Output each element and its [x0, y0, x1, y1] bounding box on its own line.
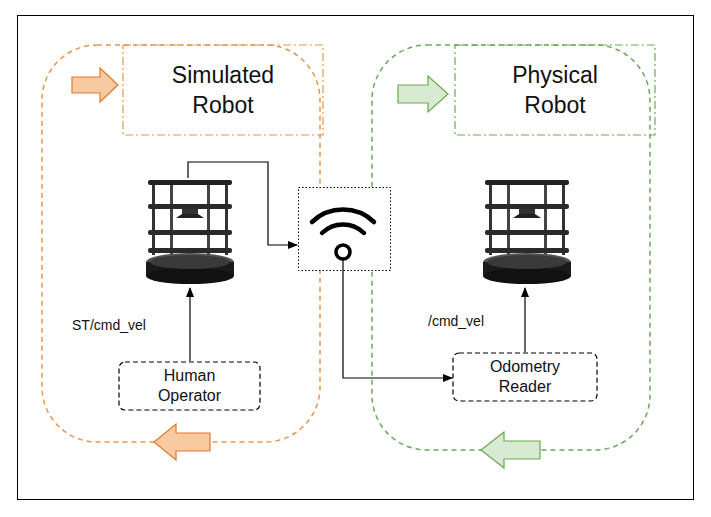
robot-illustration: [146, 180, 234, 284]
operator-box: Human Operator: [119, 362, 260, 410]
node-text: Odometry Reader: [461, 357, 589, 397]
operator-outline: [119, 362, 260, 410]
loop-arrow: [72, 68, 118, 102]
phys-box-outline: [455, 45, 655, 135]
cmd-arrow: [524, 288, 525, 352]
node-text: Simulated Robot: [131, 60, 315, 120]
odometry-outline: [453, 353, 597, 401]
loop-arrow: [398, 76, 448, 112]
loop-arrow: [154, 424, 210, 460]
sim-loop: [42, 45, 320, 442]
sim-to-wifi: [188, 162, 297, 245]
robot-box: Physical Robot: [455, 45, 655, 135]
cmd-arrow: [189, 288, 190, 361]
wifi-symbol: [312, 210, 374, 259]
loop-arrow: [481, 432, 540, 468]
node-text: Physical Robot: [463, 60, 647, 120]
robot-illustration: [483, 180, 571, 284]
topic-label: ST/cmd_vel: [72, 317, 146, 333]
phys-loop: [372, 45, 650, 450]
sim-box-outline: [123, 45, 323, 135]
robot-box: Simulated Robot: [123, 45, 323, 135]
reader-box: Odometry Reader: [453, 353, 597, 401]
node-text: Human Operator: [127, 366, 252, 406]
wifi-box: [299, 188, 391, 271]
topic-label: /cmd_vel: [428, 313, 484, 329]
